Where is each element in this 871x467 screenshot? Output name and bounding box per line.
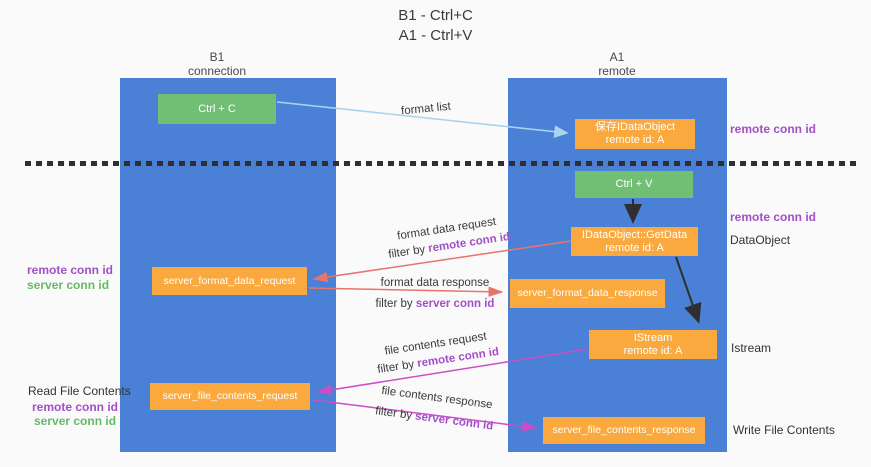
format-data-request-arrow-label: format data request filter by remote con…: [380, 211, 516, 264]
server-format-data-response-label: server_format_data_response: [517, 287, 658, 299]
server-format-data-request-box: server_format_data_request: [152, 267, 307, 295]
write-file-contents-label: Write File Contents: [733, 423, 835, 437]
machine-boundary-dashed-line: [25, 161, 861, 166]
save-idataobject-remote-id: remote id: A: [605, 134, 665, 146]
filter-by-text: filter by: [387, 243, 427, 261]
filter-by-text: filter by: [374, 405, 413, 422]
left-remote-conn-id-label-1: remote conn id: [27, 263, 114, 277]
server-file-contents-response-label: server_file_contents_response: [552, 424, 696, 436]
left-remote-conn-id-label-2: remote conn id: [32, 400, 119, 414]
format-data-response-arrow-label: format data response filter by server co…: [355, 273, 515, 315]
istream-line1: IStream: [633, 331, 673, 344]
right-column-name: A1: [609, 50, 625, 64]
ctrl-v-label: Ctrl + V: [615, 178, 653, 190]
left-column-header: B1 connection: [157, 50, 277, 78]
ctrl-c-label: Ctrl + C: [198, 102, 236, 115]
format-list-arrow-label: format list: [389, 98, 462, 122]
ctrl-c-box: Ctrl + C: [158, 94, 276, 124]
right-column-header: A1 remote: [557, 50, 677, 78]
file-contents-response-arrow-label: file contents response filter by server …: [361, 379, 510, 440]
left-server-conn-id-label-2: server conn id: [34, 414, 117, 428]
getdata-line1: IDataObject::GetData: [581, 228, 688, 241]
format-data-response-filter: filter by server conn id: [355, 294, 515, 315]
left-column-subtitle: connection: [187, 64, 247, 78]
left-server-conn-id-label-1: server conn id: [27, 278, 110, 292]
server-file-contents-request-label: server_file_contents_request: [162, 390, 298, 402]
save-idataobject-line1: 保存IDataObject: [594, 121, 676, 133]
title-line-2: A1 - Ctrl+V: [398, 27, 473, 44]
left-column-name: B1: [209, 50, 225, 64]
filter-by-text: filter by: [375, 298, 413, 310]
filter-by-text: filter by: [376, 358, 416, 376]
istream-side-label: Istream: [731, 341, 772, 355]
server-format-data-response-box: server_format_data_response: [510, 279, 665, 308]
read-file-contents-label: Read File Contents: [28, 384, 131, 398]
getdata-remote-id: remote id: A: [605, 241, 664, 254]
right-remote-conn-id-label-mid: remote conn id: [730, 210, 817, 224]
ctrl-v-box: Ctrl + V: [575, 171, 693, 198]
istream-remote-id: remote id: A: [623, 344, 683, 357]
server-format-data-request-label: server_format_data_request: [163, 274, 296, 287]
server-conn-id-text: server conn id: [415, 298, 495, 310]
format-list-text: format list: [400, 100, 452, 118]
save-idataobject-box: 保存IDataObject remote id: A: [575, 119, 695, 149]
title-line-1: B1 - Ctrl+C: [398, 7, 473, 24]
server-file-contents-request-box: server_file_contents_request: [150, 383, 310, 410]
server-file-contents-response-box: server_file_contents_response: [543, 417, 705, 444]
istream-box: IStream remote id: A: [589, 330, 717, 359]
idataobject-getdata-box: IDataObject::GetData remote id: A: [571, 227, 698, 256]
format-data-response-text: format data response: [380, 277, 490, 289]
diagram-title: B1 - Ctrl+C A1 - Ctrl+V: [0, 6, 871, 46]
right-column-subtitle: remote: [598, 64, 636, 78]
dataobject-label: DataObject: [730, 233, 791, 247]
right-remote-conn-id-label-top: remote conn id: [730, 122, 817, 136]
file-contents-request-arrow-label: file contents request filter by remote c…: [371, 327, 503, 380]
